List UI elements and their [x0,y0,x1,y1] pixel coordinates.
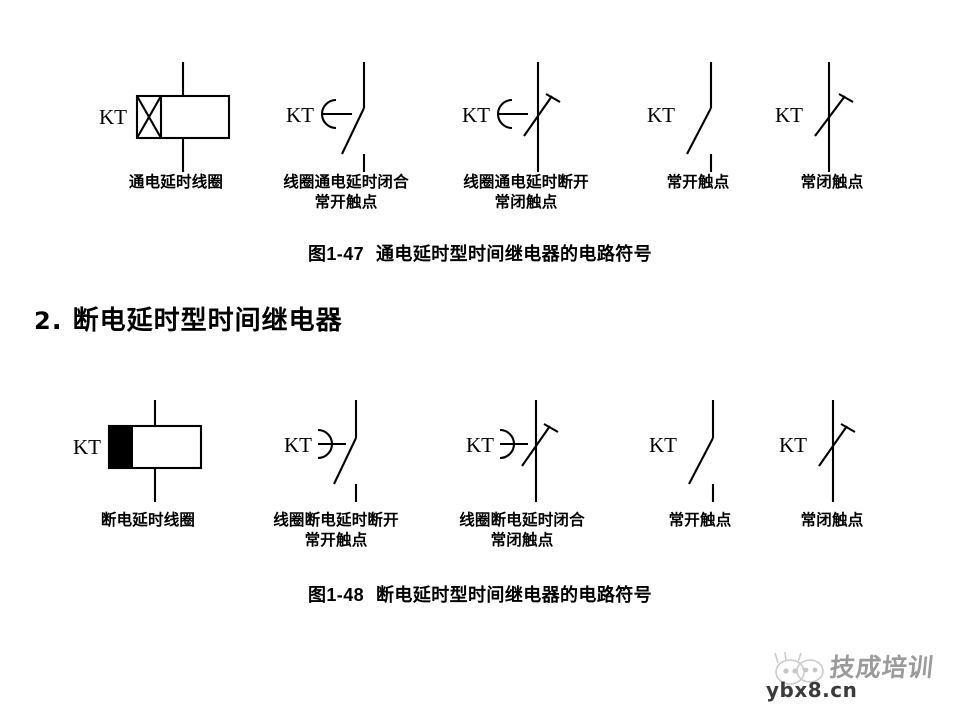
designator-label: KT [779,433,807,457]
symbol-caption-line1: 线圈断电延时断开 [273,511,399,529]
symbol-graphic-on-delay-nc-contact: KT [442,62,610,172]
designator-label: KT [286,103,314,127]
symbol-off-delay-nc-contact: KT 线圈断电延时闭合 常闭触点 [438,400,606,550]
designator-label: KT [775,103,803,127]
section-title: 断电延时型时间继电器 [72,306,343,336]
symbol-caption-line2: 常开触点 [304,531,368,549]
symbol-no-contact: KT 常开触点 [630,400,770,530]
symbol-caption-line2: 常闭触点 [494,193,558,211]
symbol-graphic-off-delay-no-contact: KT [252,400,420,510]
designator-label: KT [284,433,312,457]
symbol-caption-line1: 常闭触点 [800,173,864,191]
symbol-caption-line1: 通电延时线圈 [128,173,224,191]
symbol-off-delay-no-contact: KT 线圈断电延时断开 常开触点 [252,400,420,550]
symbol-caption-line1: 常开触点 [666,173,730,191]
symbol-caption-line1: 线圈通电延时闭合 [283,173,409,191]
designator-label: KT [73,435,101,459]
section-number: 2 [34,307,52,335]
figure-47-caption: 图1-47 通电延时型时间继电器的电路符号 [0,240,960,266]
figure-48-title: 断电延时型时间继电器的电路符号 [376,585,653,606]
figure-47-title: 通电延时型时间继电器的电路符号 [376,244,653,265]
brand-mascot-icon [774,651,824,685]
symbol-nc-contact: KT 常闭触点 [762,62,902,192]
symbol-graphic-nc-contact: KT [762,62,902,172]
watermark: 技成培训 ybx8.cn [762,642,952,714]
symbol-on-delay-no-contact: KT 线圈通电延时闭合 常开触点 [262,62,430,212]
symbol-on-delay-nc-contact: KT 线圈通电延时断开 常闭触点 [442,62,610,212]
figure-47-number: 图1-47 [307,244,365,264]
symbol-caption-line1: 断电延时线圈 [100,511,196,529]
symbol-nc-contact: KT 常闭触点 [762,400,902,530]
coil-filled-section [110,427,133,467]
symbol-off-delay-coil: KT 断电延时线圈 [68,400,228,530]
symbol-caption-line2: 常闭触点 [490,531,554,549]
symbol-graphic-no-contact: KT [628,62,768,172]
designator-label: KT [99,105,127,129]
section-heading: 2. 断电延时型时间继电器 [34,300,343,337]
symbol-no-contact: KT 常开触点 [628,62,768,192]
designator-label: KT [462,103,490,127]
section-separator: . [51,306,63,336]
symbol-caption-line2: 常开触点 [314,193,378,211]
watermark-url: ybx8.cn [766,678,858,702]
symbol-on-delay-coil: KT 通电延时线圈 [96,62,256,192]
designator-label: KT [649,433,677,457]
symbol-caption-line1: 常开触点 [668,511,732,529]
symbol-caption-line1: 常闭触点 [800,511,864,529]
symbol-graphic-on-delay-coil: KT [96,62,256,172]
symbol-graphic-nc-contact: KT [762,400,902,510]
figure-48-caption: 图1-48 断电延时型时间继电器的电路符号 [0,581,960,607]
designator-label: KT [466,433,494,457]
symbol-graphic-off-delay-coil: KT [68,400,228,510]
symbol-graphic-on-delay-no-contact: KT [262,62,430,172]
symbol-caption-line1: 线圈通电延时断开 [463,173,589,191]
symbol-caption-line1: 线圈断电延时闭合 [459,511,585,529]
symbol-graphic-off-delay-nc-contact: KT [438,400,606,510]
designator-label: KT [647,103,675,127]
figure-48-number: 图1-48 [307,585,365,605]
symbol-graphic-no-contact: KT [630,400,770,510]
